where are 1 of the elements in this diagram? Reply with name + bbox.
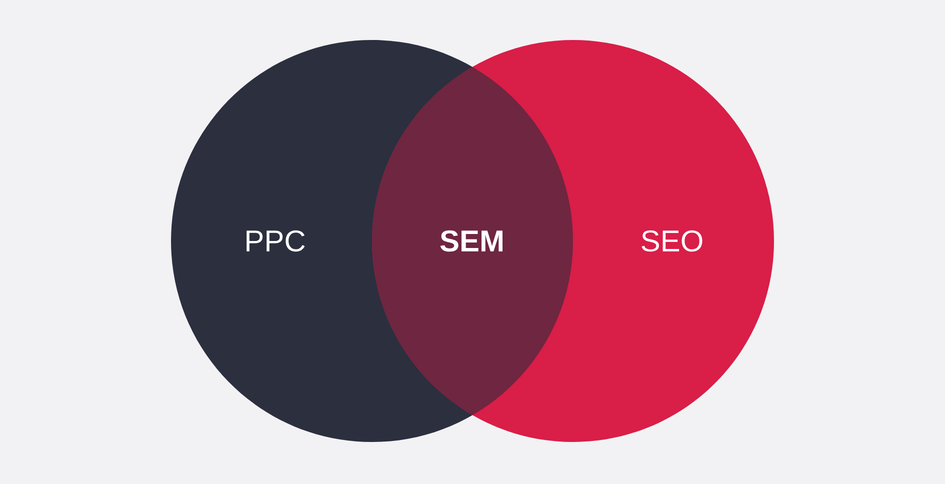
overlap-region: SEM [440,230,502,252]
